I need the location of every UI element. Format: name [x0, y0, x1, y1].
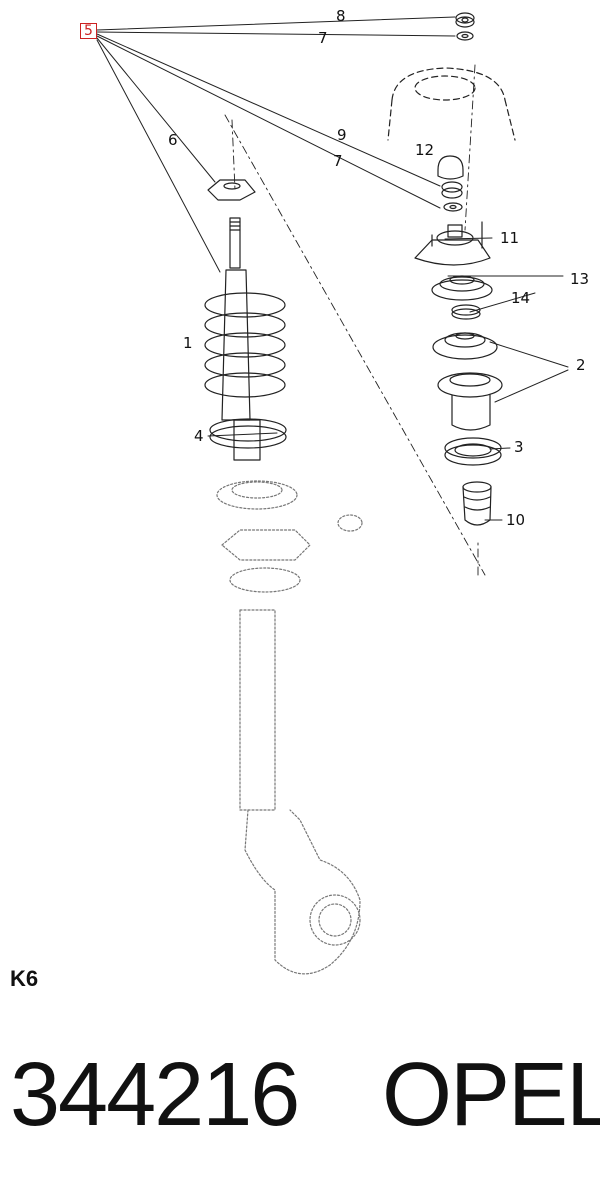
callout-7-mid[interactable]: 7	[333, 152, 343, 170]
knuckle-assembly-outline	[216, 480, 363, 975]
ring-14	[451, 304, 481, 320]
callout-14[interactable]: 14	[511, 289, 531, 307]
callout-9[interactable]: 9	[337, 126, 347, 144]
upper-mount-6	[207, 179, 256, 201]
callout-1[interactable]: 1	[183, 334, 193, 352]
callout-13[interactable]: 13	[570, 270, 590, 288]
dust-cap-12	[437, 155, 464, 180]
nut-9	[441, 181, 463, 199]
leader-lines	[96, 16, 569, 521]
strut-tower-outline	[387, 67, 516, 141]
callout-5[interactable]: 5	[80, 23, 97, 39]
part-number: 344216	[10, 1045, 300, 1145]
spring-seat-2	[432, 332, 498, 360]
shock-absorber	[221, 217, 261, 461]
callout-12[interactable]: 12	[415, 141, 435, 159]
coil-spring-1	[204, 292, 286, 398]
strut-exploded-diagram	[96, 12, 569, 975]
callout-7-top[interactable]: 7	[318, 29, 328, 47]
bump-boot-2	[437, 372, 503, 431]
callout-2[interactable]: 2	[576, 356, 586, 374]
callout-6[interactable]: 6	[168, 131, 178, 149]
callout-4[interactable]: 4	[194, 427, 204, 445]
center-axes	[224, 64, 486, 576]
brand-name: OPEL	[382, 1045, 600, 1145]
callout-11[interactable]: 11	[500, 229, 520, 247]
bump-stop-10	[462, 481, 492, 526]
lower-seat-4	[209, 418, 287, 449]
bearing-13	[431, 275, 493, 301]
section-code: K6	[10, 966, 39, 991]
washer-7-right	[443, 202, 463, 212]
callout-10[interactable]: 10	[506, 511, 526, 529]
top-mount-11	[414, 221, 491, 266]
seat-ring-3	[444, 437, 502, 466]
washer-7	[456, 31, 474, 41]
nut-8	[455, 12, 475, 28]
callout-8[interactable]: 8	[336, 7, 346, 25]
callout-3[interactable]: 3	[514, 438, 524, 456]
